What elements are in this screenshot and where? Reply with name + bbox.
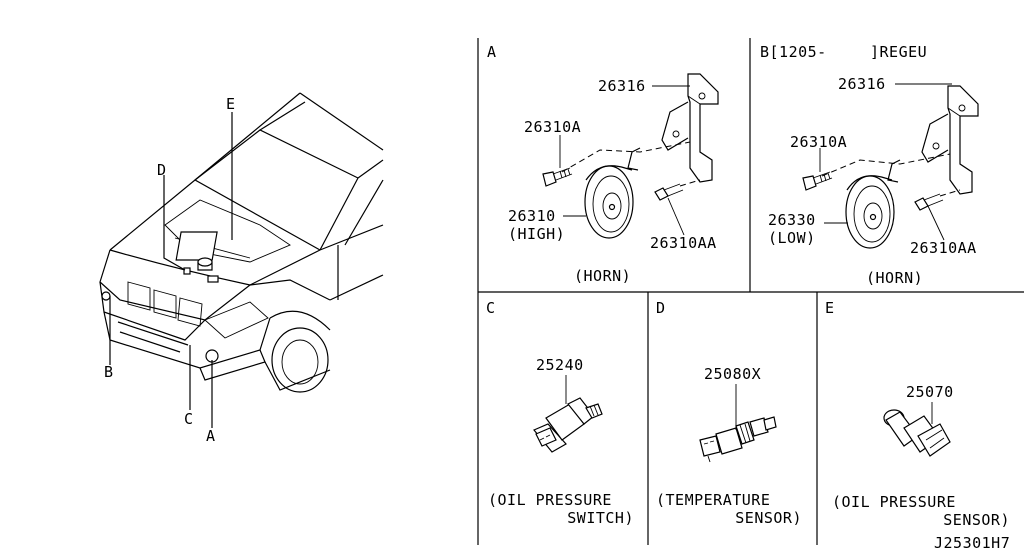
callout-d: D (157, 161, 167, 179)
panel-e-letter: E (825, 299, 835, 317)
panel-e-caption-line1: (OIL PRESSURE (832, 493, 956, 511)
panel-d-caption-line1: (TEMPERATURE (656, 491, 771, 509)
horn-assembly-b (802, 83, 979, 249)
panel-a-nut-part: 26310AA (650, 234, 717, 252)
panel-b-suffix: ]REGEU (870, 43, 928, 61)
panel-d-part: 25080X (704, 365, 762, 383)
oil-pressure-switch-illustration (533, 375, 603, 453)
panel-borders (477, 38, 1024, 545)
panel-a-letter: A (487, 43, 497, 61)
panel-a-horn-note: (HIGH) (508, 225, 566, 243)
temperature-sensor-illustration (699, 384, 777, 463)
panel-b-bolt-part: 26310A (790, 133, 848, 151)
horn-assembly-a (542, 73, 719, 239)
panel-c-caption-line1: (OIL PRESSURE (488, 491, 612, 509)
vehicle-illustration (99, 92, 384, 428)
callout-e: E (226, 95, 236, 113)
panel-d-caption-line2: SENSOR) (735, 509, 802, 527)
panel-e-part: 25070 (906, 383, 954, 401)
panel-c-caption-line2: SWITCH) (567, 509, 634, 527)
callout-a: A (206, 427, 216, 445)
callout-b: B (104, 363, 114, 381)
callout-c: C (184, 410, 194, 428)
panel-e-caption-line2: SENSOR) (943, 511, 1010, 529)
diagram-code: J25301H7 (934, 534, 1011, 552)
panel-b-horn-part: 26330 (768, 211, 816, 229)
panel-b-letter: B[1205- (760, 43, 827, 61)
panel-d-letter: D (656, 299, 666, 317)
panel-b-caption: (HORN) (866, 269, 924, 287)
panel-b-bracket-part: 26316 (838, 75, 886, 93)
panel-c-part: 25240 (536, 356, 584, 374)
panel-a-bracket-part: 26316 (598, 77, 646, 95)
panel-a-caption: (HORN) (574, 267, 632, 285)
oil-pressure-sensor-illustration (883, 402, 951, 457)
panel-b-horn-note: (LOW) (768, 229, 816, 247)
panel-a-bolt-part: 26310A (524, 118, 582, 136)
panel-b-nut-part: 26310AA (910, 239, 977, 257)
panel-a-horn-part: 26310 (508, 207, 556, 225)
panel-c-letter: C (486, 299, 496, 317)
